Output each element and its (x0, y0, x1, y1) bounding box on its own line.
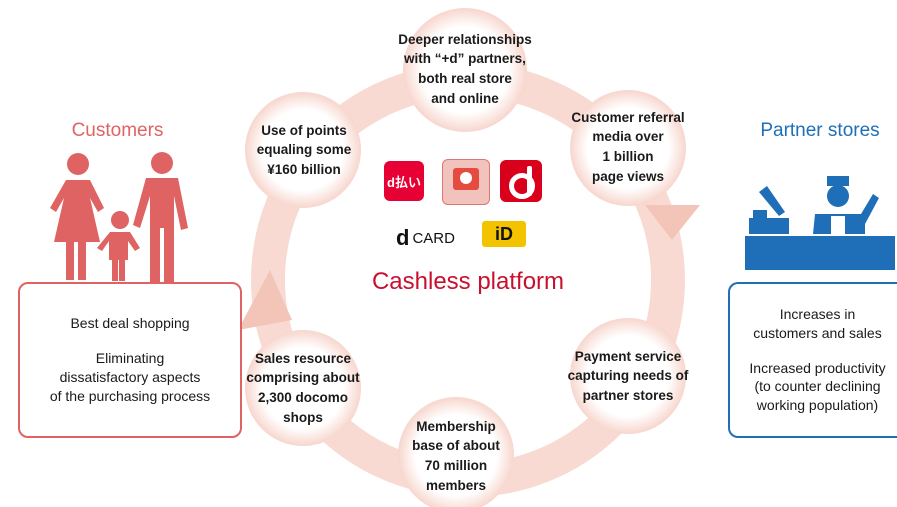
node-circle-membership (398, 397, 514, 507)
partner-stores-box: Increases in customers and sales Increas… (728, 282, 897, 438)
customers-benefit-2: Eliminating dissatisfactory aspects of t… (49, 350, 211, 404)
cashless-platform-title: Cashless platform (371, 268, 565, 295)
node-circle-sales (245, 330, 361, 446)
store-clerk-icon (745, 176, 895, 270)
docomo-point-card-logo (442, 159, 490, 205)
node-circle-payment (570, 318, 686, 434)
node-relationships: Deeper relationships with “+d” partners,… (398, 31, 532, 106)
node-sales: Sales resource comprising about 2,300 do… (246, 350, 360, 425)
dcard-text: CARD (412, 229, 455, 247)
family-icon (50, 152, 188, 282)
id-logo: iD (482, 221, 526, 247)
dcard-logo: d CARD (396, 225, 455, 250)
id-text: iD (495, 223, 513, 244)
node-payment: Payment service capturing needs of partn… (567, 348, 689, 403)
node-referral: Customer referral media over 1 billion p… (571, 109, 685, 184)
d-barai-logo: d払い (384, 161, 424, 201)
partner-benefit-2: Increased productivity (to counter decli… (749, 359, 886, 414)
node-circle-referral (570, 90, 686, 206)
customers-benefit-1: Best deal shopping (70, 315, 190, 332)
d-point-logo (500, 160, 542, 202)
node-points: Use of points equaling some ¥160 billion (256, 122, 352, 177)
customers-title: Customers (71, 120, 164, 141)
node-circle-relationships (403, 8, 527, 132)
customers-box: Best deal shopping Eliminating dissatisf… (18, 282, 242, 438)
arrow-left-up-icon (238, 270, 292, 330)
d-barai-text: d払い (387, 174, 421, 190)
node-membership: Membership base of about 70 million memb… (412, 418, 500, 493)
partner-stores-title: Partner stores (760, 120, 880, 141)
node-circle-points (245, 92, 361, 208)
partner-benefit-1: Increases in customers and sales (753, 305, 882, 341)
arrow-right-down-icon (645, 205, 700, 240)
